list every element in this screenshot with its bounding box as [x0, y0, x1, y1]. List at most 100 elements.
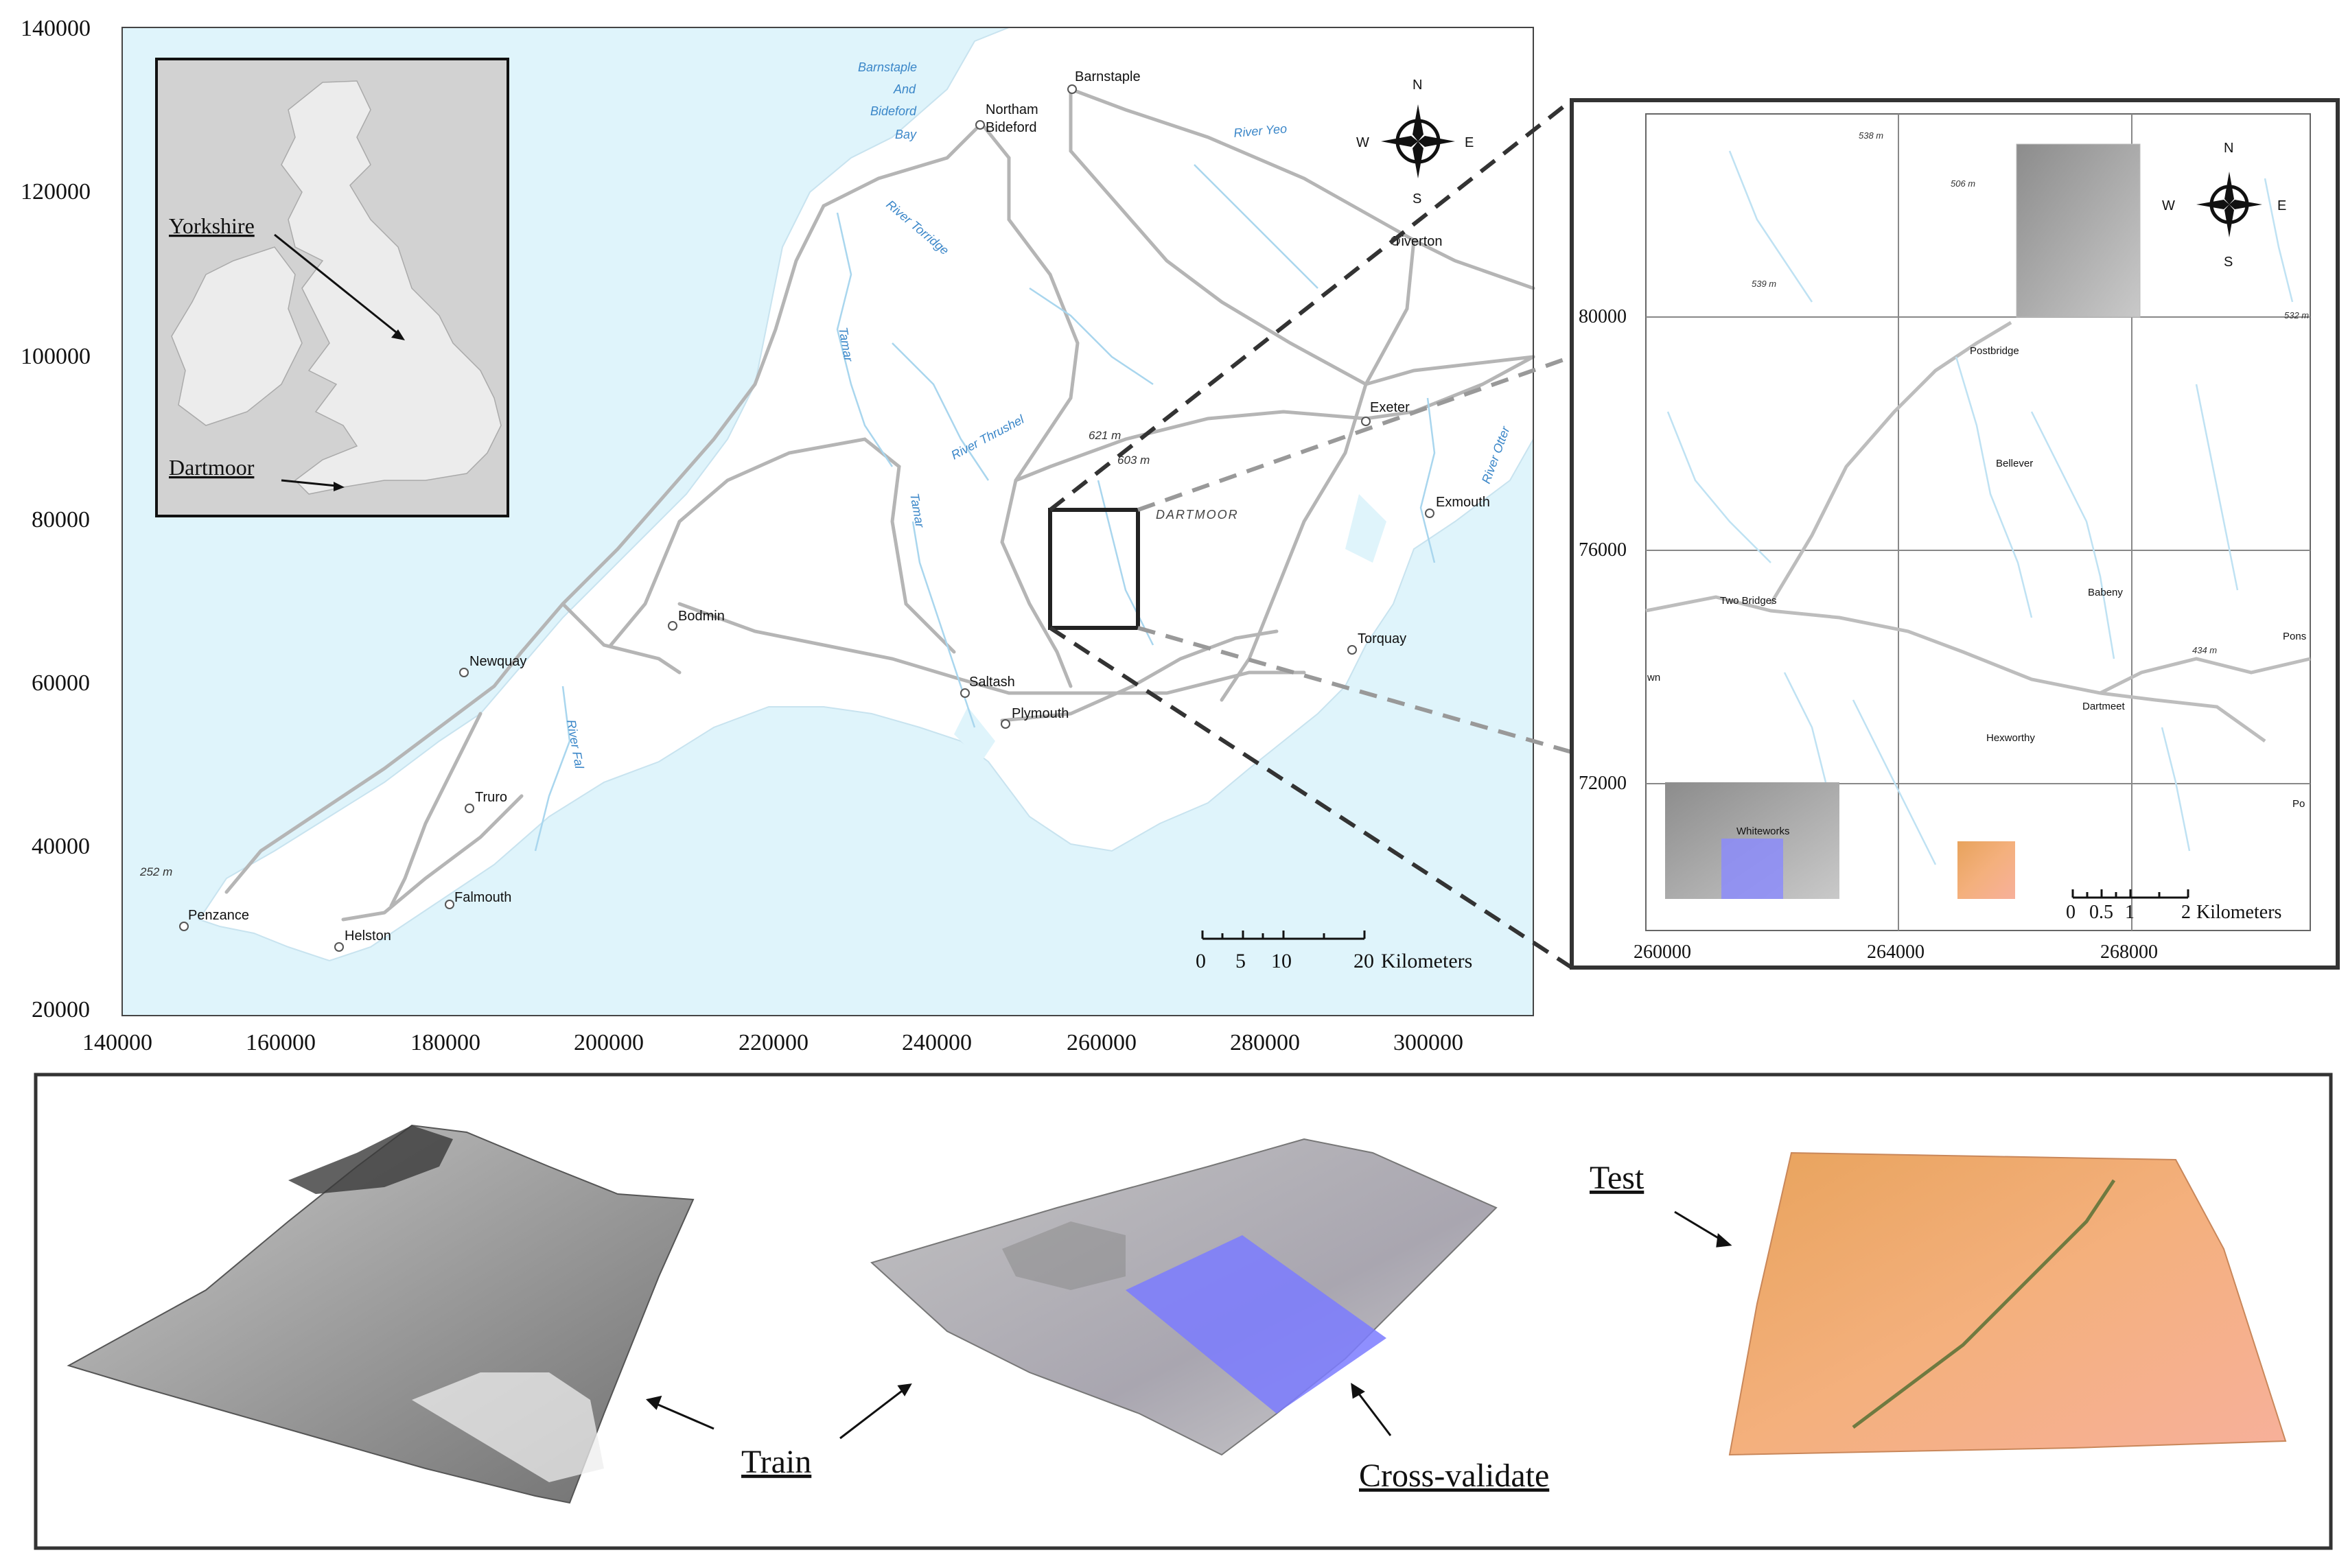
x-tick-200000: 200000: [574, 1030, 644, 1055]
label-bodmin: Bodmin: [678, 609, 725, 624]
great-britain-shape: [281, 80, 502, 495]
detail-map: Postbridge Bellever Two Bridges Babeny D…: [1570, 98, 2340, 970]
y-tick-20000: 20000: [32, 997, 90, 1022]
compass-detail-e: E: [2277, 198, 2286, 213]
label-dartmoor: DARTMOOR: [1156, 508, 1239, 522]
x-tick-280000: 280000: [1230, 1030, 1300, 1055]
label-exmouth: Exmouth: [1436, 495, 1490, 510]
label-dartmoor-inset: Dartmoor: [169, 455, 255, 480]
label-torquay: Torquay: [1358, 631, 1406, 646]
label-wn: wn: [1647, 672, 1660, 683]
tile-cv-overlay: [1721, 839, 1783, 899]
y-tick-80000: 80000: [32, 507, 90, 533]
scale-detail-2: 2: [2181, 902, 2191, 923]
study-area-box: [1048, 508, 1140, 630]
label-train: Train: [741, 1444, 811, 1480]
label-babeny: Babeny: [2088, 587, 2123, 598]
scale-detail-0: 0: [2066, 902, 2076, 923]
label-elev-603: 603 m: [1117, 454, 1150, 467]
label-bideford: Bideford: [986, 120, 1037, 135]
detail-x-260000: 260000: [1634, 941, 1691, 963]
train-light-patch: [412, 1372, 604, 1482]
label-elev-506: 506 m: [1951, 178, 1975, 189]
label-falmouth: Falmouth: [454, 890, 511, 905]
ireland-shape: [171, 246, 303, 426]
compass-e: E: [1465, 135, 1474, 150]
y-tick-40000: 40000: [32, 834, 90, 859]
test-terrain: [1728, 1151, 2287, 1456]
label-two-bridges: Two Bridges: [1720, 595, 1777, 607]
label-elev-532: 532 m: [2284, 310, 2309, 320]
scale-detail-unit: Kilometers: [2196, 902, 2281, 923]
label-penzance: Penzance: [188, 908, 249, 923]
label-elev-621: 621 m: [1089, 429, 1121, 442]
label-whiteworks: Whiteworks: [1736, 826, 1790, 837]
label-plymouth: Plymouth: [1012, 706, 1069, 721]
main-y-axis: 140000 120000 100000 80000 60000 40000 2…: [21, 16, 91, 1022]
scale-bar-main: 0 5 10 20 Kilometers: [1196, 931, 1472, 972]
y-tick-60000: 60000: [32, 670, 90, 696]
label-elev-539: 539 m: [1752, 279, 1776, 289]
train-dark-patch: [288, 1125, 453, 1194]
label-bay-4: Bay: [895, 128, 917, 141]
label-yorkshire: Yorkshire: [169, 213, 255, 238]
label-saltash: Saltash: [969, 675, 1015, 690]
y-tick-140000: 140000: [21, 16, 91, 41]
tile-test: [1957, 841, 2015, 899]
label-bay-3: Bideford: [870, 104, 917, 118]
compass-detail-w: W: [2162, 198, 2175, 213]
cv-hill: [1002, 1221, 1126, 1290]
x-tick-140000: 140000: [82, 1030, 152, 1055]
label-northam: Northam: [986, 102, 1038, 117]
compass-w: W: [1356, 135, 1369, 150]
label-dartmeet: Dartmeet: [2082, 701, 2126, 712]
connector-lines: [1049, 98, 1573, 970]
bottom-arrows: [646, 1210, 1732, 1440]
x-tick-160000: 160000: [246, 1030, 316, 1055]
main-map-frame: [121, 27, 1534, 1016]
test-ridge: [1852, 1179, 2116, 1429]
label-postbridge: Postbridge: [1970, 345, 2019, 357]
detail-roads: [1645, 320, 2311, 743]
x-tick-260000: 260000: [1067, 1030, 1137, 1055]
road-network: [224, 87, 1535, 922]
scale-main-10: 10: [1271, 950, 1292, 972]
scale-main-unit: Kilometers: [1381, 950, 1472, 972]
label-bay-2: And: [893, 82, 916, 96]
label-hexworthy: Hexworthy: [1986, 732, 2035, 744]
compass-n: N: [1413, 78, 1422, 93]
label-elev-252: 252 m: [139, 865, 172, 878]
label-test: Test: [1590, 1160, 1644, 1196]
tile-train: [2016, 143, 2141, 318]
compass-detail-n: N: [2224, 141, 2233, 156]
label-barnstaple: Barnstaple: [1075, 69, 1141, 84]
label-truro: Truro: [475, 790, 507, 805]
exe-estuary: [1345, 494, 1386, 563]
scale-main-20: 20: [1353, 950, 1374, 972]
label-bellever: Bellever: [1996, 458, 2033, 469]
uk-inset: Yorkshire Dartmoor: [155, 58, 509, 517]
label-pons: Pons: [2283, 631, 2306, 642]
scale-main-0: 0: [1196, 950, 1206, 972]
compass-detail-s: S: [2224, 255, 2233, 270]
detail-x-264000: 264000: [1867, 941, 1925, 963]
label-po: Po: [2292, 798, 2305, 810]
y-tick-120000: 120000: [21, 179, 91, 204]
bottom-panel: Train Cross-validate Test: [34, 1073, 2333, 1550]
label-bay-1: Barnstaple: [858, 60, 917, 74]
detail-y-76000: 76000: [1579, 539, 1627, 561]
compass-rose-detail: N S E W: [2162, 141, 2286, 270]
x-tick-240000: 240000: [902, 1030, 972, 1055]
label-cross-validate: Cross-validate: [1359, 1458, 1549, 1494]
x-tick-300000: 300000: [1393, 1030, 1463, 1055]
detail-streams: [1666, 150, 2294, 865]
detail-y-72000: 72000: [1579, 773, 1627, 794]
scale-detail-1: 1: [2125, 902, 2135, 923]
detail-x-268000: 268000: [2100, 941, 2158, 963]
x-tick-220000: 220000: [739, 1030, 809, 1055]
compass-rose-main: N S E W: [1356, 78, 1474, 207]
label-tiverton: Tiverton: [1393, 234, 1443, 249]
detail-y-80000: 80000: [1579, 306, 1627, 327]
label-elev-434: 434 m: [2192, 645, 2217, 655]
